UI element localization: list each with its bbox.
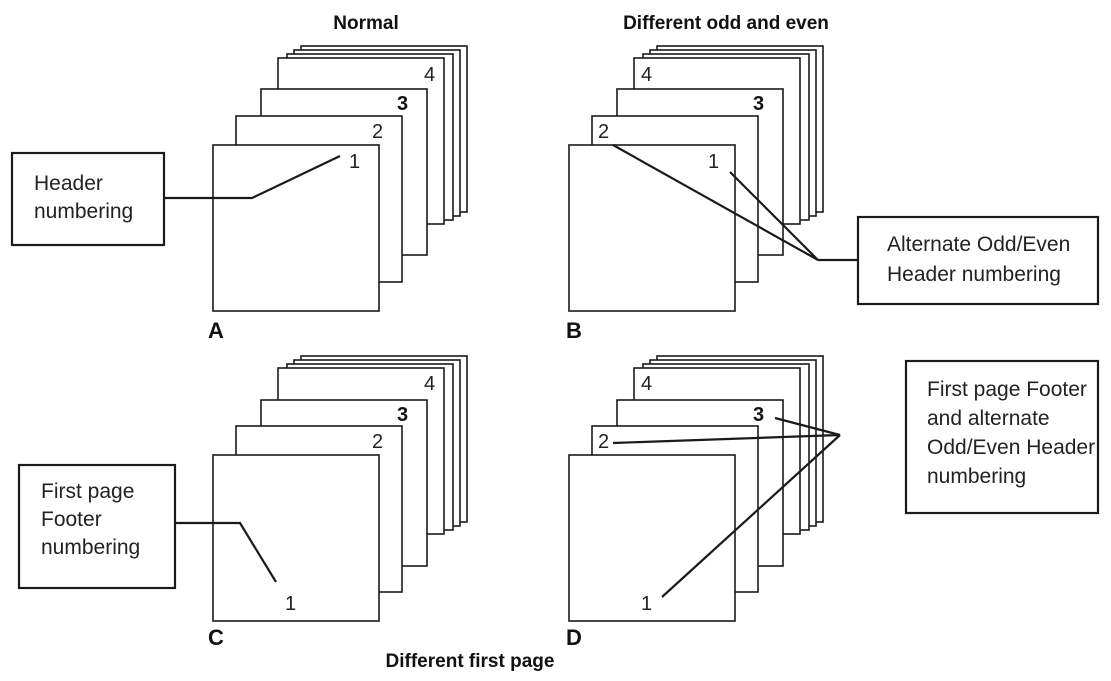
- page-1: [568, 454, 736, 622]
- page-3-number: 3: [397, 93, 408, 115]
- page-1: [212, 454, 380, 622]
- leader-line-to-page-1: [729, 171, 819, 261]
- callout-line-1: First page: [41, 480, 134, 503]
- leader-line-to-page-1: [661, 434, 841, 598]
- callout-line-1: Alternate Odd/Even: [887, 233, 1070, 256]
- panel-b: 4 3 2 1 B Alternate Odd/Even Header numb…: [566, 45, 1100, 343]
- panel-d: 4 3 2 1 D First page Footer and alternat…: [566, 355, 1100, 650]
- page-1-number: 1: [708, 151, 719, 173]
- callout-line-3: Odd/Even Header: [927, 436, 1095, 459]
- heading-normal: Normal: [333, 13, 398, 34]
- callout-line-2: and alternate: [927, 407, 1050, 430]
- callout-box-first-page-footer: [17, 463, 177, 590]
- page-3-number: 3: [753, 404, 764, 426]
- panel-a: 4 3 2 1 A Header numbering: [10, 45, 468, 343]
- callout-box-alternate-odd-even: [856, 215, 1100, 306]
- panel-letter-a: A: [208, 318, 224, 343]
- callout-box-first-page-footer-alternate: [904, 359, 1100, 515]
- leader-line: [175, 521, 277, 583]
- callout-box-header-numbering: [10, 151, 166, 247]
- callout-line-1: First page Footer: [927, 378, 1087, 401]
- page-2-number: 2: [598, 121, 609, 143]
- callout-line-1: Header: [34, 172, 103, 195]
- heading-different-odd-even: Different odd and even: [623, 13, 829, 34]
- page-2-number: 2: [372, 431, 383, 453]
- page-4-number: 4: [641, 373, 652, 395]
- page-1-number: 1: [349, 151, 360, 173]
- page-4-number: 4: [424, 64, 435, 86]
- leader-line-to-page-3: [774, 416, 841, 437]
- page-2-number: 2: [598, 431, 609, 453]
- page-4-number: 4: [424, 373, 435, 395]
- page-4-number: 4: [641, 64, 652, 86]
- panel-c: 4 3 2 1 C First page Footer numbering: [17, 355, 468, 650]
- page-1: [212, 144, 380, 312]
- page-1: [568, 144, 736, 312]
- callout-line-2: Header numbering: [887, 263, 1061, 286]
- page-1-number: 1: [641, 593, 652, 615]
- heading-different-first-page: Different first page: [386, 651, 555, 672]
- panel-letter-c: C: [208, 625, 224, 650]
- panel-letter-d: D: [566, 625, 582, 650]
- leader-line-to-page-2: [612, 433, 841, 445]
- page-2-number: 2: [372, 121, 383, 143]
- leader-line-to-page-2: [612, 144, 819, 261]
- page-1-number: 1: [285, 593, 296, 615]
- panel-letter-b: B: [566, 318, 582, 343]
- leader-line: [164, 155, 341, 200]
- page-3-number: 3: [753, 93, 764, 115]
- callout-line-2: numbering: [34, 200, 133, 223]
- callout-line-4: numbering: [927, 465, 1026, 488]
- page-3-number: 3: [397, 404, 408, 426]
- callout-line-3: numbering: [41, 536, 140, 559]
- callout-line-2: Footer: [41, 508, 102, 531]
